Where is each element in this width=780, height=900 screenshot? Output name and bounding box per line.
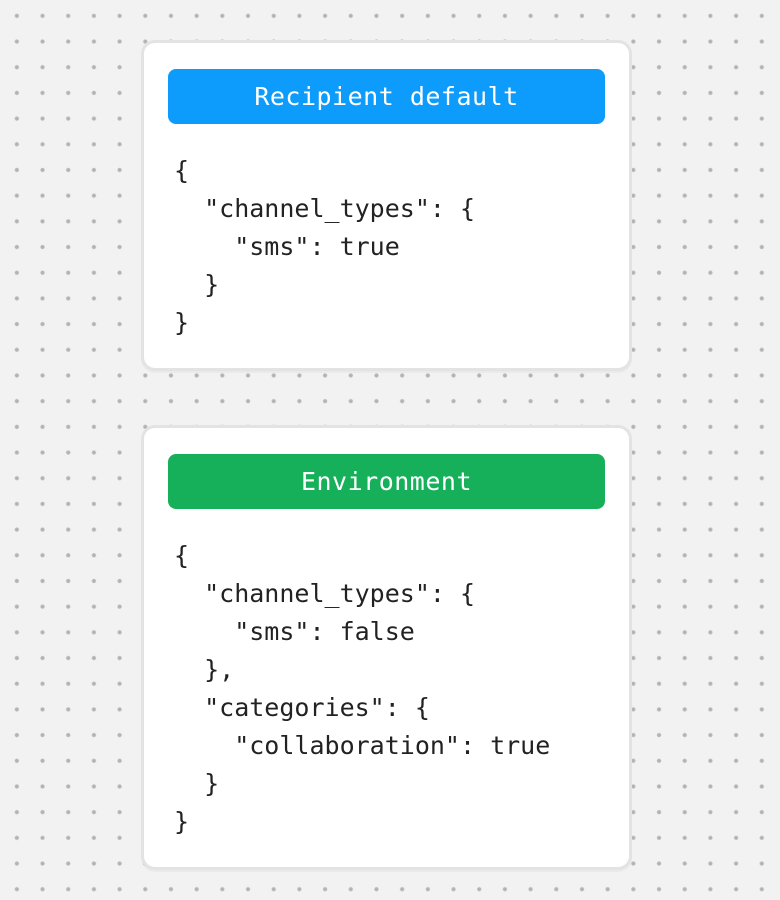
- environment-card: Environment { "channel_types": { "sms": …: [141, 425, 632, 870]
- card-title-badge: Recipient default: [168, 69, 605, 124]
- card-title-badge: Environment: [168, 454, 605, 509]
- recipient-default-card: Recipient default { "channel_types": { "…: [141, 40, 632, 371]
- json-code-block: { "channel_types": { "sms": true } }: [174, 156, 476, 337]
- json-code-block: { "channel_types": { "sms": false }, "ca…: [174, 541, 551, 836]
